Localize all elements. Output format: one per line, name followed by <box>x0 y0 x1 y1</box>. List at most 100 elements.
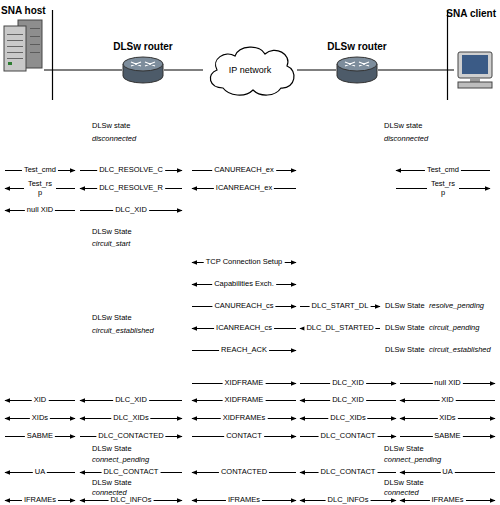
state-label: DLSw State <box>385 346 425 355</box>
message-label: DLC_CONTACT <box>102 468 161 477</box>
message-label: DLC_DL_STARTED <box>304 324 375 333</box>
router-icon <box>122 56 164 84</box>
message-label: DLC_XID <box>113 396 149 405</box>
message-label: XIDs <box>30 414 50 423</box>
message-label: SABME <box>25 432 55 441</box>
state-name: connect_pending <box>384 456 441 465</box>
server-icon-part <box>7 40 23 41</box>
state-label: DLSw State <box>384 479 424 488</box>
state-label: DLSw State <box>385 302 425 311</box>
server-icon-part <box>4 26 26 71</box>
state-name: circuit_established <box>429 346 491 355</box>
network-link <box>297 69 336 70</box>
message-label: DLC_XID <box>113 206 149 215</box>
message-label: Test_rs p <box>24 180 56 197</box>
router-icon <box>336 56 378 84</box>
state-name: circuit_pending <box>429 324 479 333</box>
server-icon-part <box>30 52 40 53</box>
router-icon-part <box>131 62 155 66</box>
state-name: circuit_established <box>92 327 154 336</box>
message-label: DLC_XID <box>330 396 366 405</box>
network-link <box>164 69 203 70</box>
state-label: DLSw State <box>92 445 132 454</box>
server-icon-part <box>30 44 40 45</box>
router-node: DLSw router <box>122 56 164 84</box>
state-label: DLSw State <box>385 324 425 333</box>
host-server: SNA host <box>2 20 44 72</box>
device-label: IP network <box>203 65 297 76</box>
client-computer: SNA client <box>454 52 496 88</box>
message-label: DLC_INFOs <box>326 496 371 505</box>
message-label: CANUREACH_ex <box>212 166 276 175</box>
state-label: DLSw state <box>384 122 422 131</box>
router-icon-part <box>337 57 377 71</box>
message-label: CANUREACH_cs <box>212 302 275 311</box>
device-label: DLSw router <box>113 41 172 52</box>
state-label: DLSw State <box>384 445 424 454</box>
message-label: UA <box>440 468 454 477</box>
server-icon-part <box>8 62 12 65</box>
message-label: Test_cmd <box>425 166 461 175</box>
pc-icon <box>454 52 496 88</box>
router-node: DLSw router <box>336 56 378 84</box>
state-label: DLSw State <box>92 479 132 488</box>
device-label: SNA client <box>446 8 496 19</box>
state-label: DLSw state <box>92 122 130 131</box>
message-label: XID <box>32 396 49 405</box>
server-icon-part <box>30 28 40 29</box>
message-label: ICANREACH_cs <box>214 324 274 333</box>
message-label: XIDFRAMEs <box>221 414 268 423</box>
message-label: XIDFRAME <box>223 379 266 388</box>
state-name: connect_pending <box>92 456 149 465</box>
network-link <box>44 69 122 70</box>
state-name: resolve_pending <box>429 302 484 311</box>
message-label: Test_cmd <box>22 166 58 175</box>
pc-icon-part <box>458 52 492 78</box>
message-label: DLC_CONTACT <box>319 468 378 477</box>
message-label: DLC_CONTACT <box>319 432 378 441</box>
message-label: ICANREACH_ex <box>214 184 274 193</box>
message-label: DLC_INFOs <box>109 496 154 505</box>
state-name: disconnected <box>384 135 428 144</box>
router-icon-part <box>123 57 163 71</box>
message-label: DLC_RESOLVE_C <box>97 166 165 175</box>
pc-icon-part <box>470 78 480 82</box>
server-icon-part <box>7 34 23 35</box>
message-label: DLC_CONTACTED <box>96 432 165 441</box>
lan-segment <box>447 10 448 100</box>
device-label: DLSw router <box>327 41 386 52</box>
state-name: connected <box>384 489 419 498</box>
state-name: disconnected <box>92 135 136 144</box>
network-link <box>378 69 454 70</box>
message-arrow-group <box>5 171 495 501</box>
message-label: IFRAMEs <box>429 496 465 505</box>
message-label: null XID <box>25 206 55 215</box>
message-label: null XID <box>432 379 462 388</box>
state-label: DLSw State <box>92 228 132 237</box>
message-label: Capabilities Exch. <box>212 280 276 289</box>
message-label: XIDs <box>437 414 457 423</box>
message-label: DLC_XIDs <box>328 414 367 423</box>
message-label: IFRAMEs <box>226 496 262 505</box>
server-icon <box>2 20 44 72</box>
message-label: Test_rs p <box>427 180 459 197</box>
state-name: circuit_start <box>92 240 130 249</box>
message-label: REACH_ACK <box>219 346 269 355</box>
server-icon-part <box>7 52 23 53</box>
message-label: XID <box>439 396 456 405</box>
router-icon-part <box>345 62 369 66</box>
network-cloud: IP network <box>203 42 297 98</box>
message-label: DLC_START_DL <box>310 302 371 311</box>
lan-segment <box>52 10 53 100</box>
message-label: DLC_XID <box>330 379 366 388</box>
message-label: CONTACTED <box>219 468 269 477</box>
pc-icon-part <box>462 55 488 74</box>
message-label: DLC_XIDs <box>111 414 150 423</box>
server-icon-part <box>7 58 23 59</box>
server-icon-part <box>7 46 23 47</box>
state-label: DLSw State <box>92 314 132 323</box>
message-label: SABME <box>432 432 462 441</box>
message-label: UA <box>33 468 47 477</box>
device-label: SNA host <box>1 5 46 16</box>
